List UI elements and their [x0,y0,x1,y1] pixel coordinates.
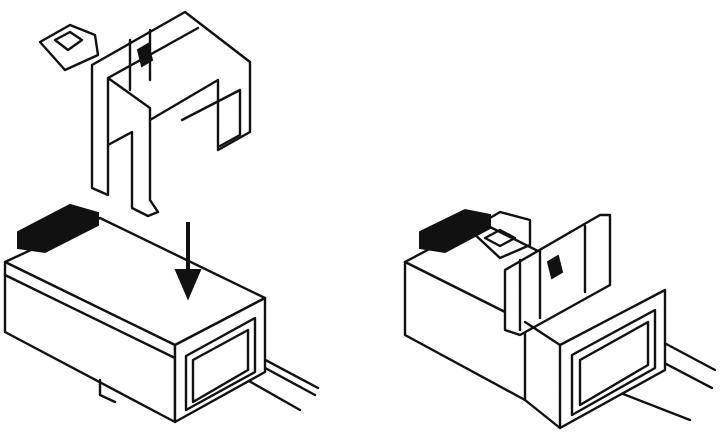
clip-symbol [136,42,154,68]
insertion-arrow [174,222,202,301]
connector-front [523,288,667,430]
clip-symbol [546,254,564,280]
locking-latch [419,208,491,254]
after-assembly-figure [403,208,717,430]
locking-latch [17,203,99,254]
before-assembly-figure [3,10,320,424]
retainer-clip [38,10,252,218]
retainer-clip [468,210,612,337]
connector-housing [3,203,267,424]
